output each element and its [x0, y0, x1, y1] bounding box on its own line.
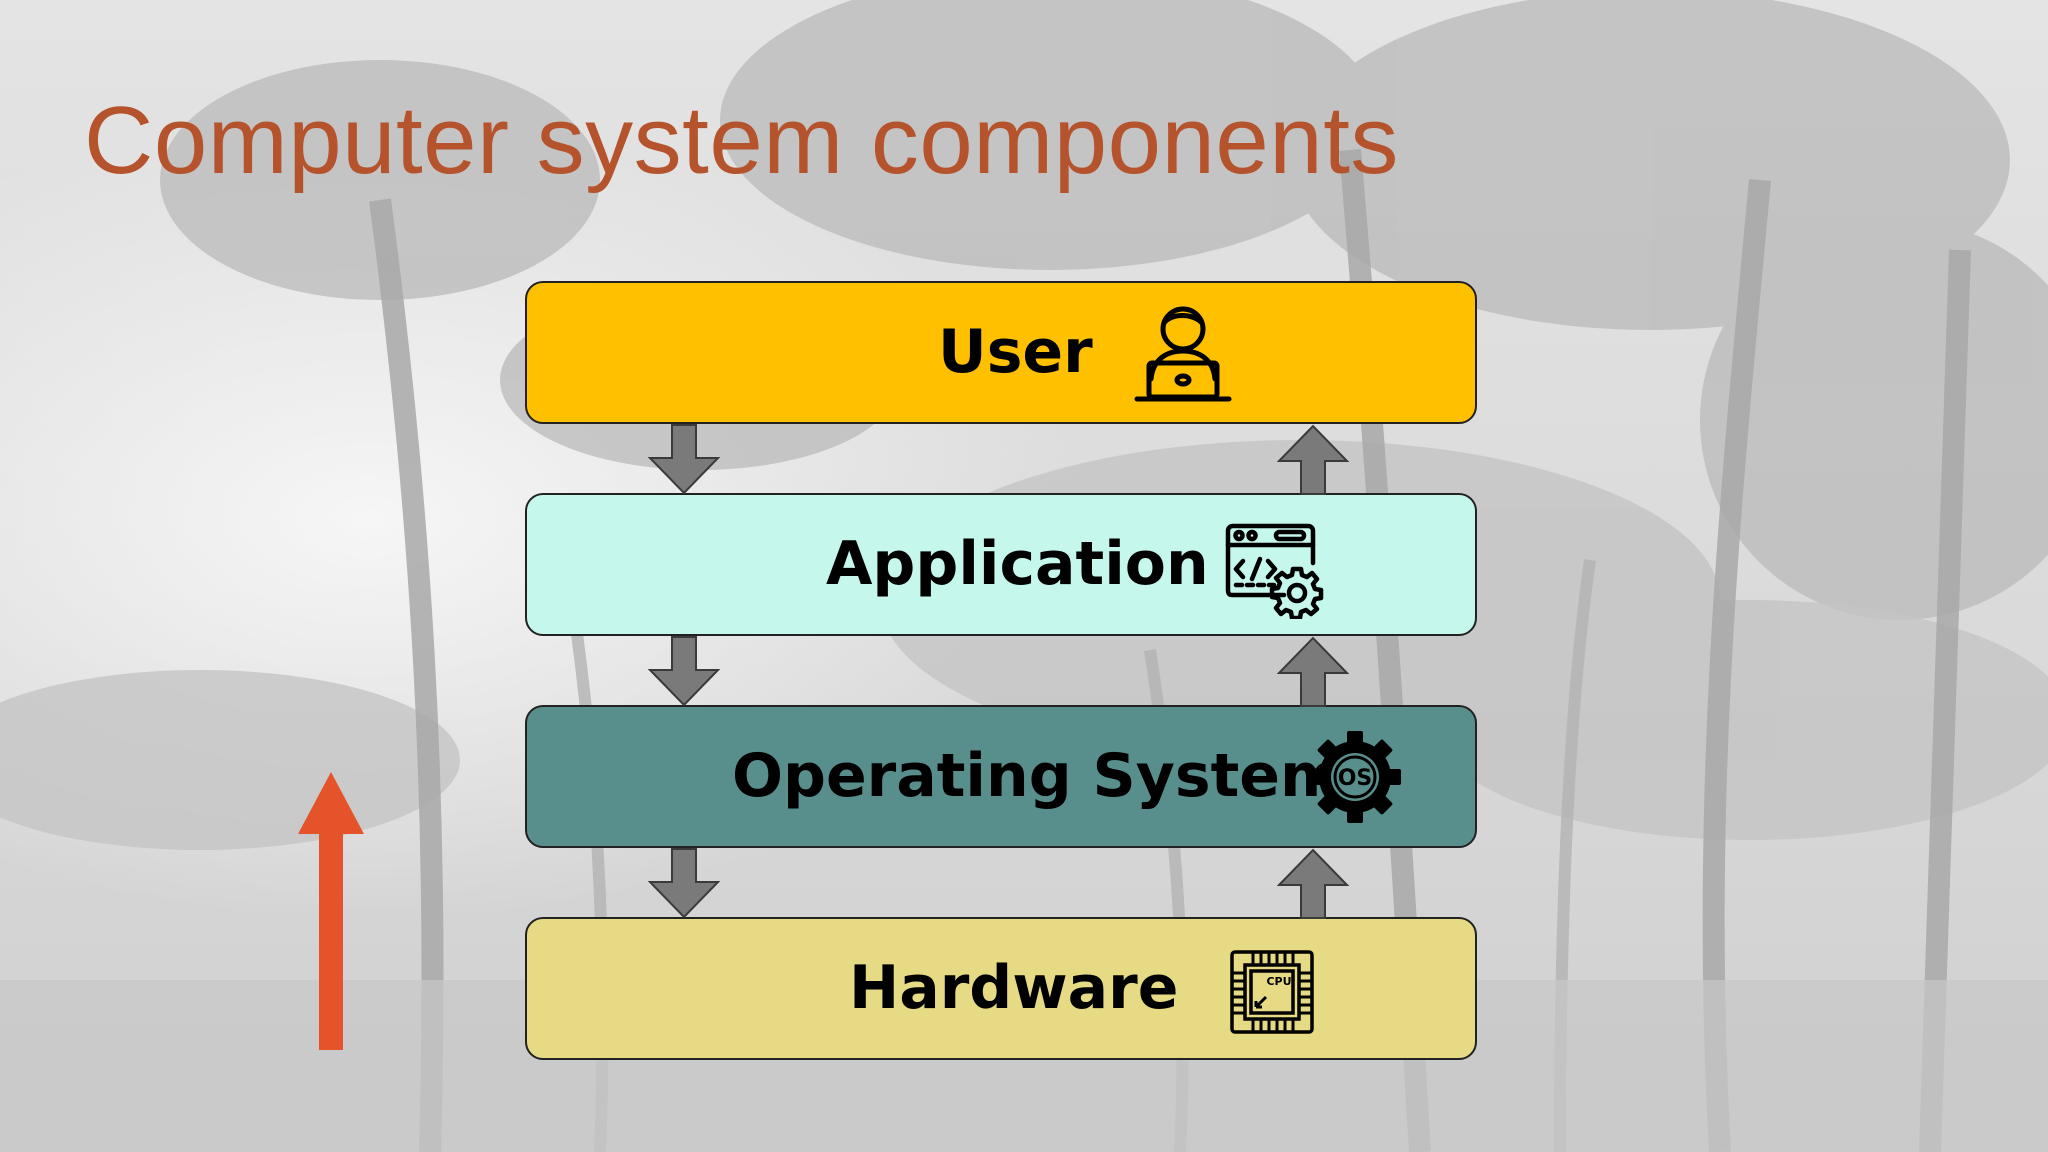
layer-hardware-label: Hardware [849, 953, 1179, 1023]
layer-operating-system-label: Operating System [732, 741, 1343, 811]
down-arrow-user-to-application [648, 424, 720, 495]
down-arrow-application-to-os [648, 636, 720, 707]
layer-user: User [525, 281, 1477, 424]
up-arrow-application-to-user [1277, 424, 1349, 495]
layer-operating-system: Operating System OS [525, 705, 1477, 848]
os-icon-text: OS [1338, 766, 1373, 791]
cpu-icon-text: CPU [1266, 975, 1291, 988]
slide-title: Computer system components [84, 87, 1399, 194]
code-settings-icon [1225, 523, 1324, 619]
big-up-arrow [298, 772, 364, 1050]
up-arrow-hardware-to-os [1277, 848, 1349, 919]
down-arrow-os-to-hardware [648, 848, 720, 919]
layer-application-label: Application [826, 529, 1209, 599]
os-gear-icon: OS [1309, 731, 1401, 823]
up-arrow-os-to-application [1277, 636, 1349, 707]
layer-hardware: Hardware CPU [525, 917, 1477, 1060]
cpu-chip-icon: CPU [1230, 950, 1314, 1034]
layer-application: Application [525, 493, 1477, 636]
user-laptop-icon [1134, 306, 1232, 402]
layer-user-label: User [938, 317, 1093, 387]
